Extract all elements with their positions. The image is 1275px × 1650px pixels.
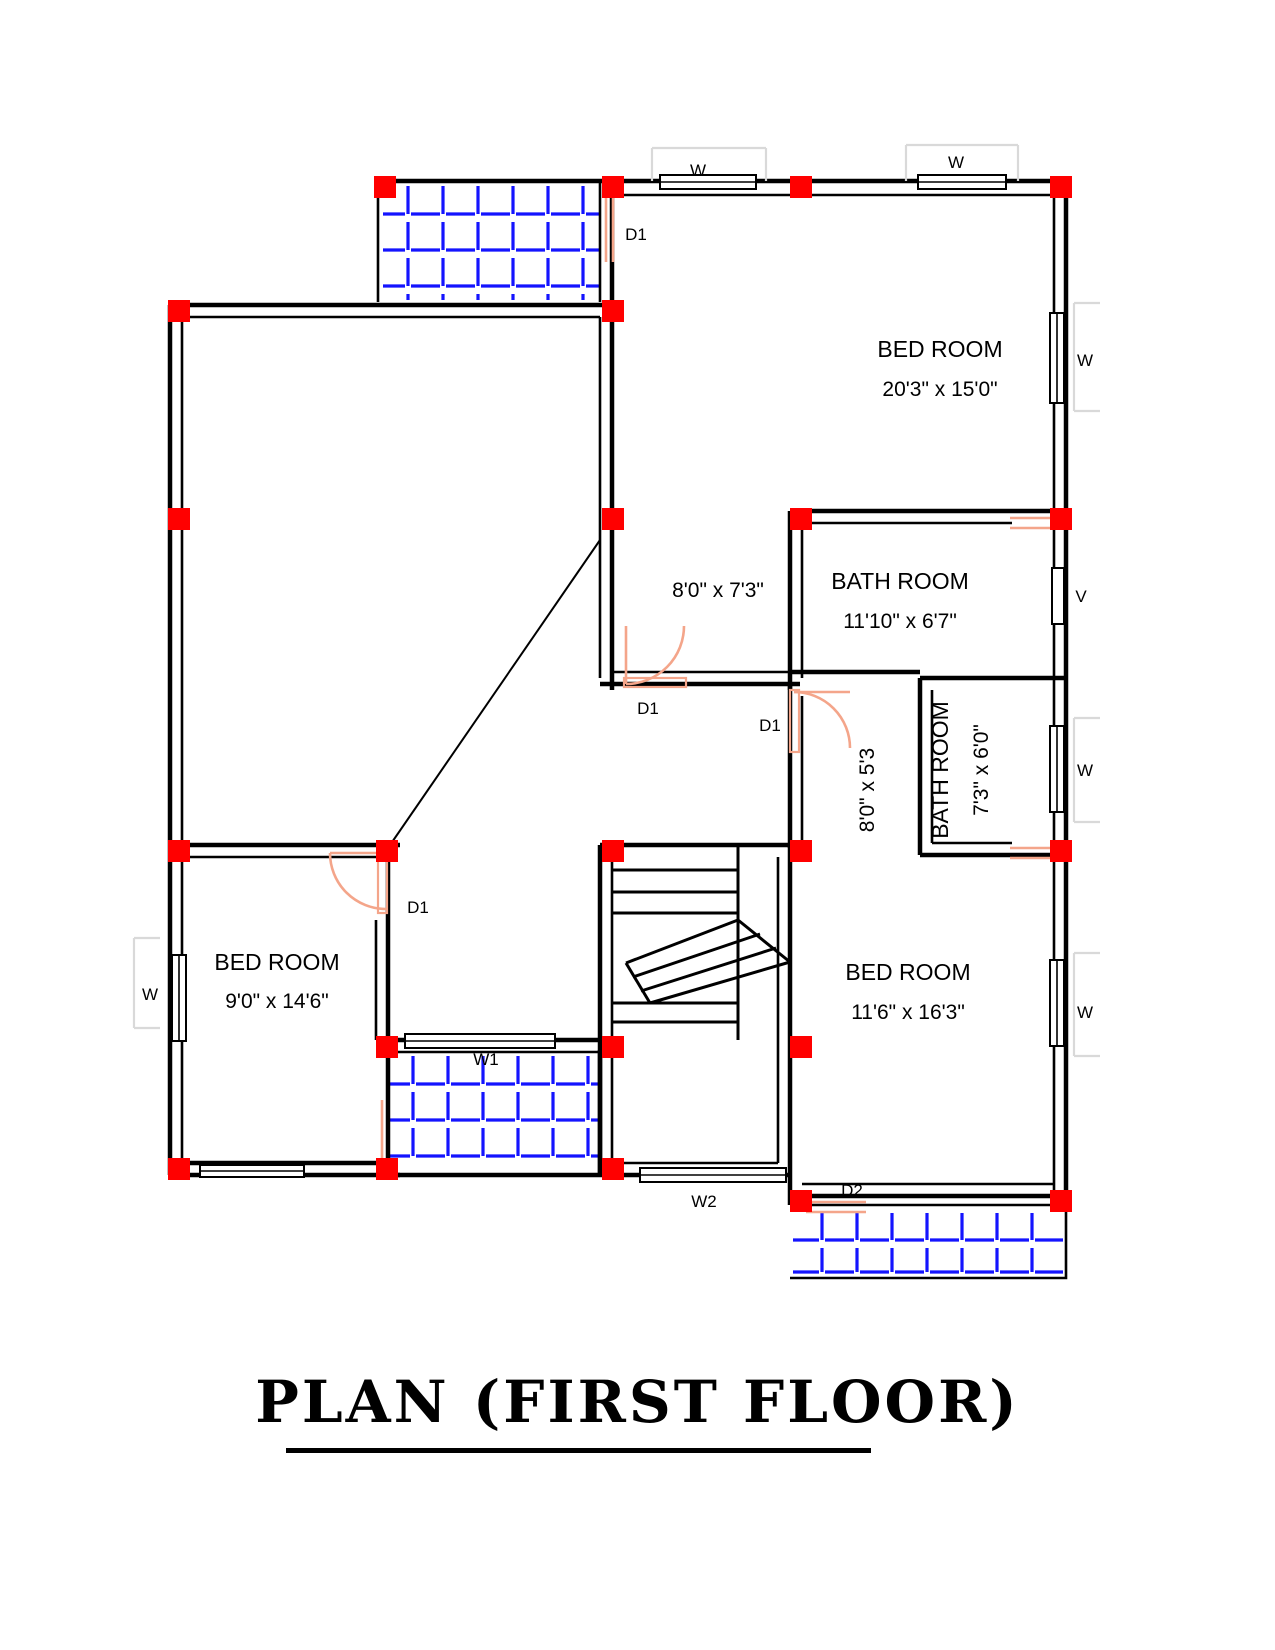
room-label-bedroom-south-east: BED ROOM bbox=[845, 959, 970, 985]
tag-door-lobby-west: D1 bbox=[637, 699, 659, 718]
door-lobby-west bbox=[622, 625, 688, 689]
balcony-north-west-tiles bbox=[383, 186, 600, 300]
tag-window-north-left: W bbox=[690, 161, 706, 180]
room-dim-bath-room-small: 7'3" x 6'0" bbox=[970, 724, 993, 816]
wall-network bbox=[167, 178, 1069, 1205]
door-passage-east bbox=[788, 688, 852, 754]
door-bath-room-north bbox=[1010, 516, 1056, 530]
door-balcony-south bbox=[806, 1200, 866, 1214]
tag-window-north-right: W bbox=[948, 153, 964, 172]
title-underline bbox=[286, 1448, 871, 1453]
room-dim-passage-lower: 8'0" x 5'3 bbox=[856, 748, 879, 832]
balcony-south-east-tiles bbox=[790, 1203, 1068, 1280]
page-title: PLAN (FIRST FLOOR) bbox=[255, 1368, 1020, 1436]
room-label-bath-room-small: BATH ROOM bbox=[927, 701, 953, 839]
tag-window-east-upper: W bbox=[1077, 351, 1093, 370]
tag-window-balcony-sw: W1 bbox=[473, 1050, 499, 1069]
tag-window-south: W2 bbox=[691, 1192, 717, 1211]
tag-door-passage-east: D1 bbox=[759, 716, 781, 735]
room-label-bedroom-north-east: BED ROOM bbox=[877, 336, 1002, 362]
room-dim-bedroom-north-east: 20'3" x 15'0" bbox=[882, 378, 997, 401]
staircase bbox=[612, 845, 791, 1040]
door-bath-room-small bbox=[1010, 846, 1056, 860]
tag-door-balcony-south: D2 bbox=[841, 1181, 863, 1200]
balcony-south-west-tiles bbox=[386, 1056, 600, 1158]
room-dim-bath-room-north: 11'10" x 6'7" bbox=[843, 610, 957, 633]
room-dim-bedroom-south-east: 11'6" x 16'3" bbox=[851, 1001, 965, 1024]
tag-door-balcony-north: D1 bbox=[625, 225, 647, 244]
door-balcony-north bbox=[604, 190, 615, 262]
tag-window-west: W bbox=[142, 985, 158, 1004]
room-label-bedroom-south-west: BED ROOM bbox=[214, 949, 339, 975]
opening-tag-labels: D1 D1 D1 D1 D2 W W W V W W W W1 W2 bbox=[142, 153, 1093, 1211]
room-text-labels: BED ROOM 20'3" x 15'0" BATH ROOM 11'10" … bbox=[214, 336, 1002, 1024]
tag-window-east-mid: W bbox=[1077, 761, 1093, 780]
window-callout-brackets bbox=[132, 143, 1100, 1058]
room-dim-bedroom-south-west: 9'0" x 14'6" bbox=[225, 990, 329, 1013]
room-dim-lobby-passage: 8'0" x 7'3" bbox=[672, 579, 764, 602]
tag-door-bedroom-sw: D1 bbox=[407, 898, 429, 917]
structural-columns bbox=[168, 176, 1072, 1212]
window-symbols bbox=[171, 174, 1065, 1183]
room-label-bath-room-north: BATH ROOM bbox=[831, 568, 969, 594]
tag-vent-east: V bbox=[1075, 587, 1087, 606]
tag-window-east-lower: W bbox=[1077, 1003, 1093, 1022]
